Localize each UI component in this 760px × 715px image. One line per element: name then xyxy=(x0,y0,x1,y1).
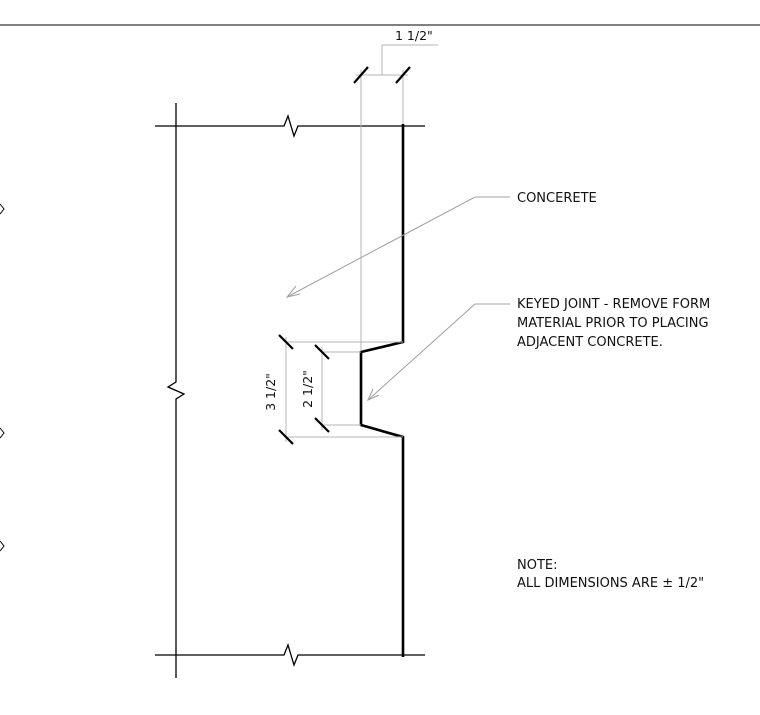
dimension-tick xyxy=(314,344,330,360)
key-inner-dimension: 2 1/2" xyxy=(300,370,315,408)
dimension-label-leader xyxy=(381,44,438,75)
keyed-joint-label-line-1: KEYED JOINT - REMOVE FORM xyxy=(517,297,710,312)
keyed-joint-leader xyxy=(367,303,510,401)
dimension-tick xyxy=(278,334,294,350)
leader-arrowhead xyxy=(366,388,380,402)
keyed-joint-label-line-2: MATERIAL PRIOR TO PLACING xyxy=(517,316,709,331)
dimension-tick xyxy=(314,417,330,433)
keyed-joint-profile xyxy=(359,124,405,657)
keyed-joint-label-line-3: ADJACENT CONCRETE. xyxy=(517,335,663,350)
leader-arrowhead xyxy=(285,285,301,298)
concrete-label: CONCERETE xyxy=(517,191,597,206)
key-outer-dimension: 3 1/2" xyxy=(263,373,278,411)
left-edge-marker xyxy=(0,427,5,439)
concrete-leader xyxy=(286,196,510,298)
note-title: NOTE: xyxy=(517,558,558,573)
dimension-tick xyxy=(278,429,294,445)
top-break-line xyxy=(155,114,425,138)
note-body: ALL DIMENSIONS ARE ± 1/2" xyxy=(517,576,704,591)
bottom-break-line xyxy=(155,643,425,667)
left-edge-marker xyxy=(0,203,5,215)
dimension-tick xyxy=(353,66,369,84)
dimension-tick xyxy=(395,66,411,84)
left-break-line xyxy=(166,103,186,678)
key-depth-dimension: 1 1/2" xyxy=(395,28,433,43)
left-edge-marker xyxy=(0,540,5,552)
